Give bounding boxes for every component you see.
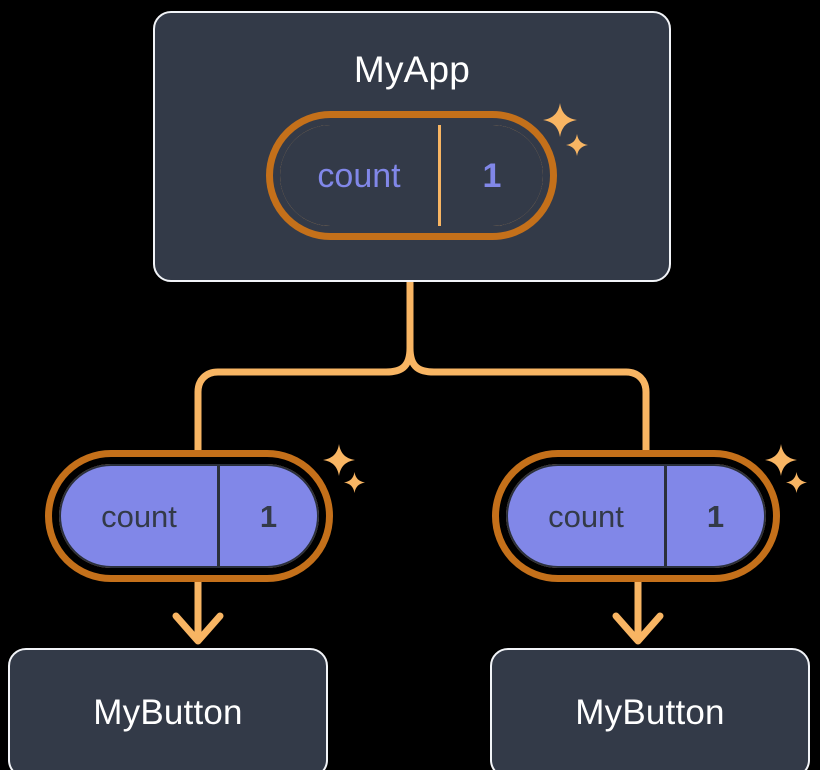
state-value-child-left: 1 — [259, 498, 278, 534]
state-pill-child-left[interactable]: count 1 — [45, 450, 333, 582]
state-pill-root[interactable]: count 1 — [266, 111, 557, 240]
component-title-mybutton-left: MyButton — [93, 693, 243, 732]
sparkle-small-icon — [344, 472, 365, 493]
sparkle-large-icon — [323, 444, 355, 476]
wire-branch-left — [194, 344, 414, 456]
state-key-child-left: count — [61, 466, 220, 566]
sparkle-small-icon — [566, 134, 588, 156]
state-value-child-right: 1 — [706, 498, 725, 534]
component-node-mybutton-right[interactable]: MyButton — [490, 648, 810, 770]
state-key-root: count — [280, 125, 441, 226]
arrow-head-left-icon — [172, 612, 224, 645]
state-key-child-right: count — [508, 466, 667, 566]
state-pill-body-child-left: count 1 — [59, 464, 319, 568]
component-title-myapp: MyApp — [353, 49, 471, 90]
sparkle-large-icon — [543, 103, 577, 137]
component-title-mybutton-right: MyButton — [575, 693, 725, 732]
wire-branch-right — [406, 344, 650, 456]
sparkle-large-icon — [765, 444, 797, 476]
arrow-head-right-icon — [612, 612, 664, 645]
component-node-mybutton-left[interactable]: MyButton — [8, 648, 328, 770]
sparkle-small-icon — [786, 472, 807, 493]
state-pill-body-root: count 1 — [280, 125, 543, 226]
state-pill-child-right[interactable]: count 1 — [492, 450, 780, 582]
state-value-root: 1 — [482, 156, 502, 195]
state-pill-body-child-right: count 1 — [506, 464, 766, 568]
